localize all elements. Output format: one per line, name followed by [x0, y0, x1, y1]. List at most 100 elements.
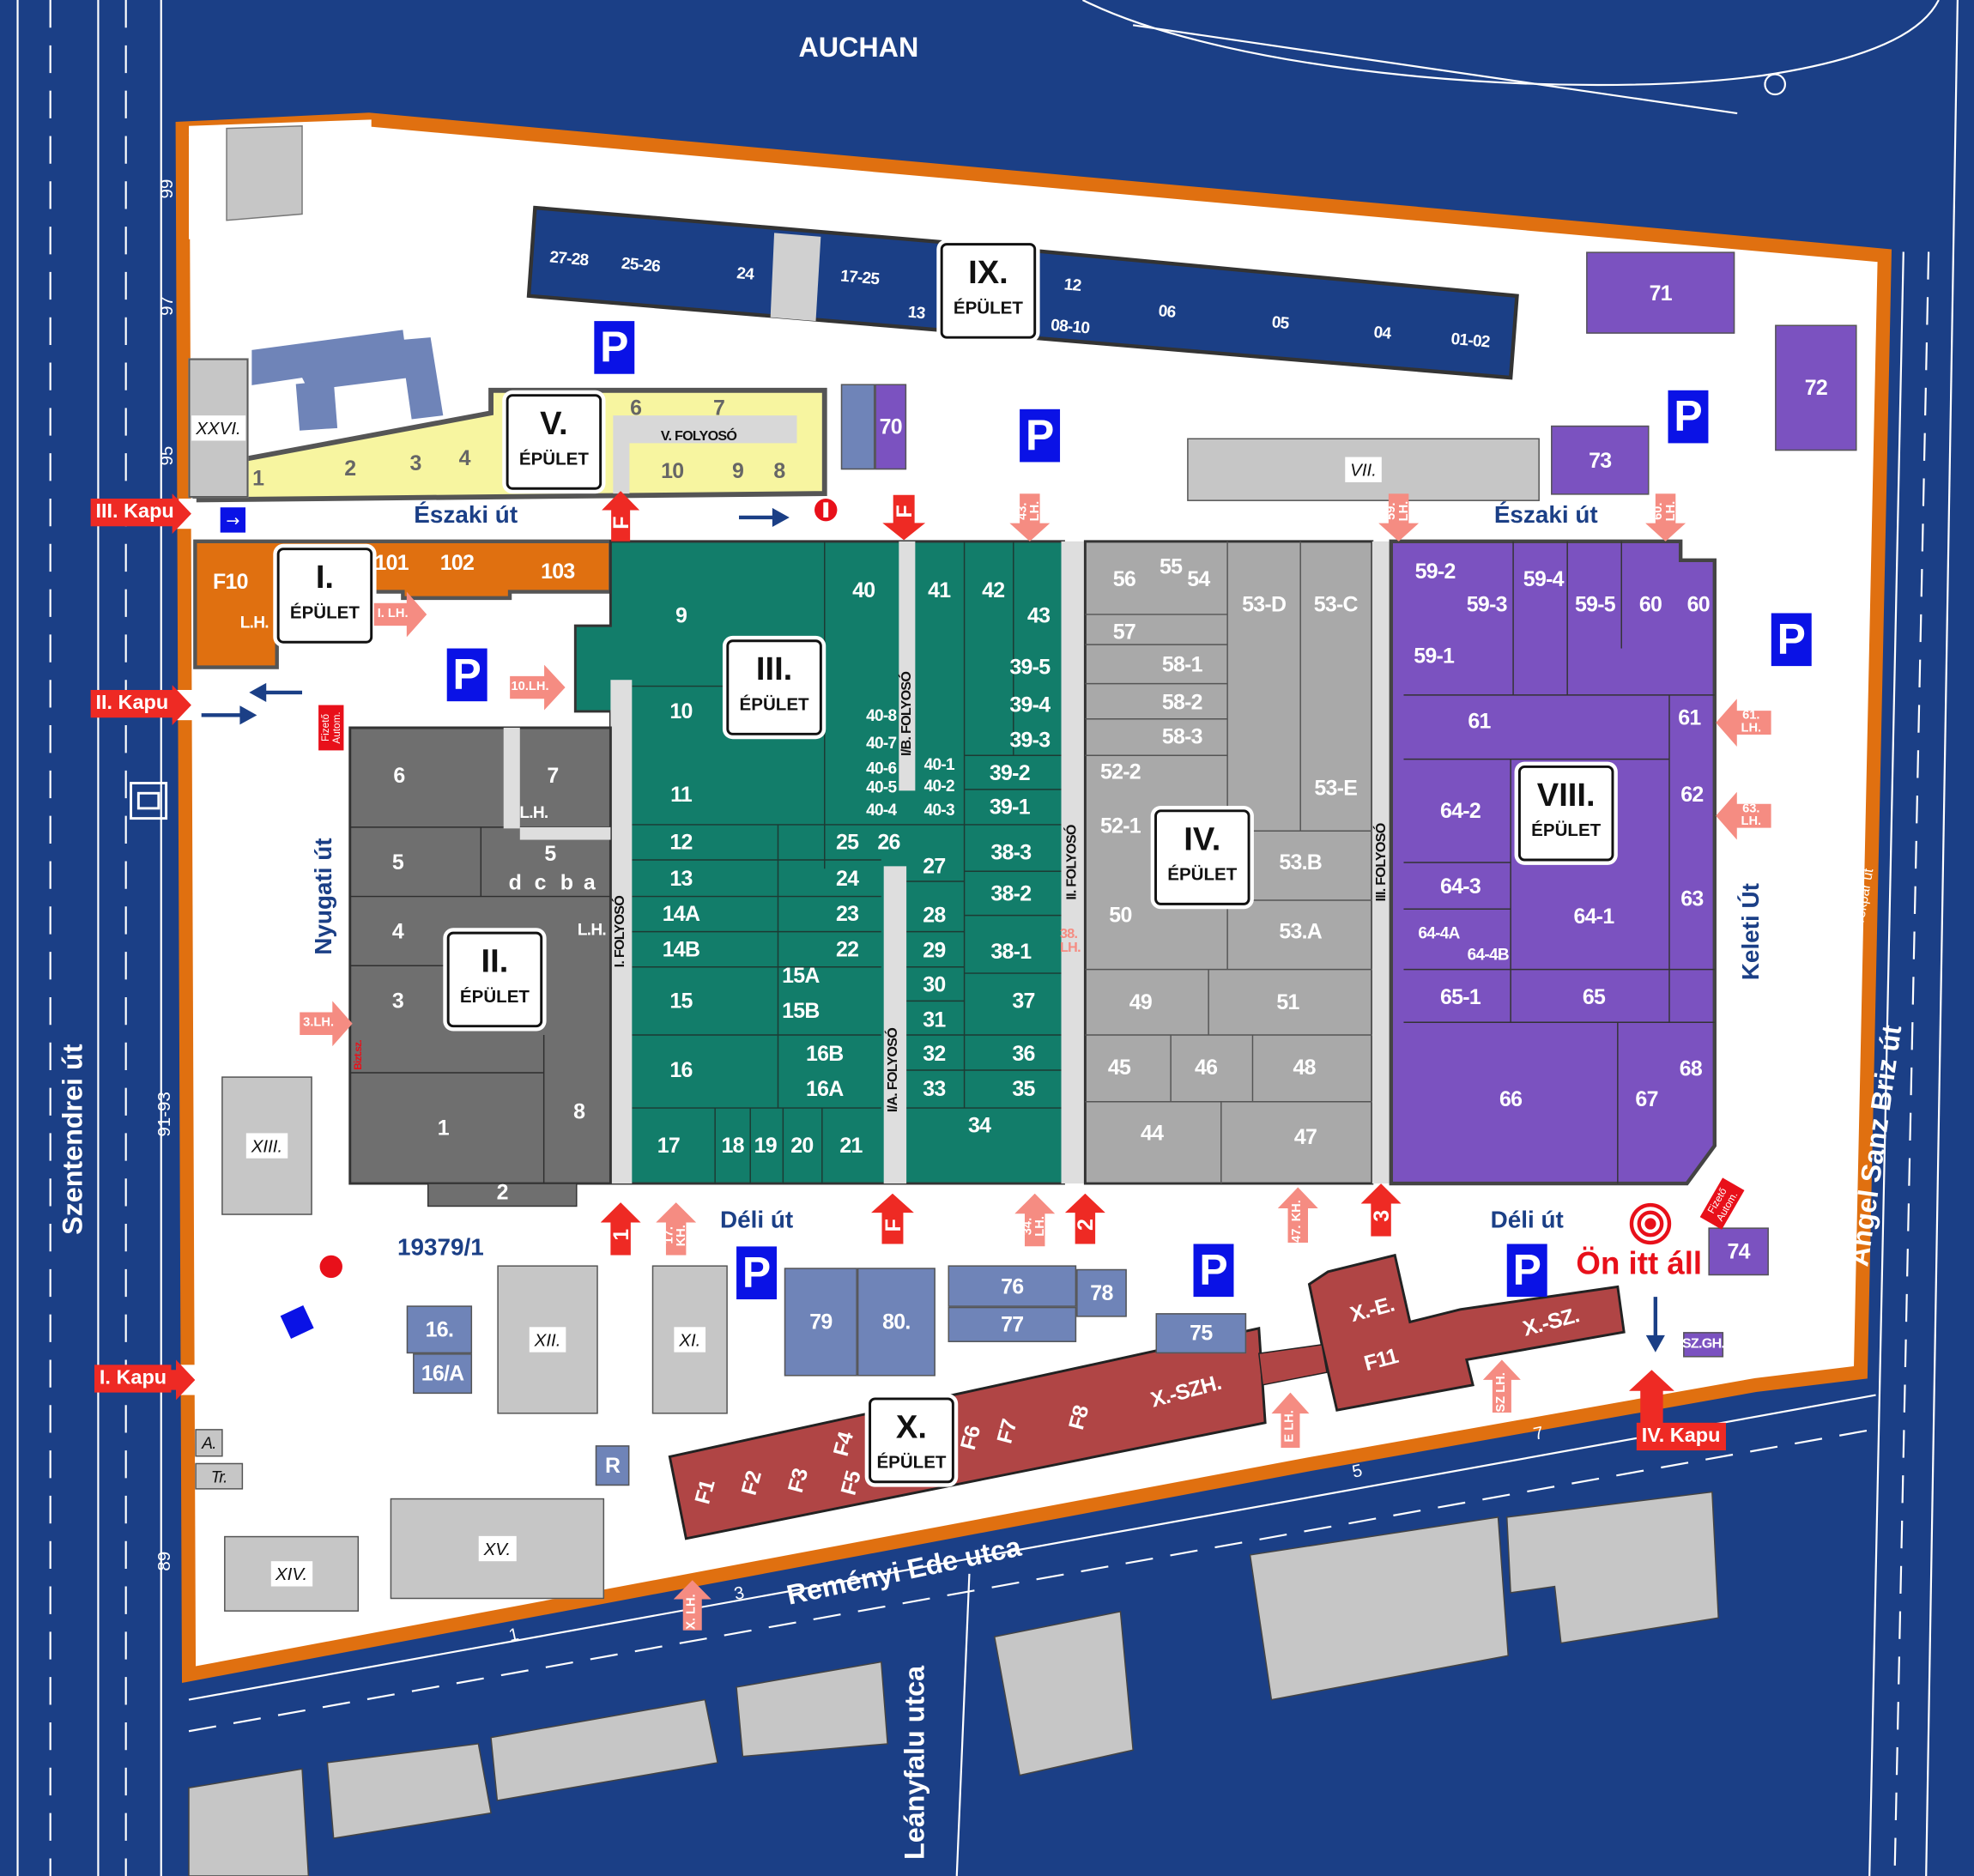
unit-label[interactable]: 64-2	[1439, 798, 1481, 823]
unit-label[interactable]: 64-1	[1573, 905, 1614, 929]
unit-label[interactable]: 53.A	[1279, 919, 1323, 944]
unit-label[interactable]: 40-8	[866, 705, 897, 725]
unit-label[interactable]: 40-1	[923, 754, 955, 774]
unit-label[interactable]: 58-3	[1161, 724, 1203, 749]
unit-label[interactable]: 29	[923, 938, 946, 963]
unit-label[interactable]: 40-3	[923, 800, 955, 820]
gate-label[interactable]: I. Kapu	[94, 1365, 172, 1393]
unit-label[interactable]: 24	[836, 867, 859, 891]
unit-label[interactable]: 11	[670, 782, 693, 807]
unit-label[interactable]: 17-25	[839, 265, 881, 288]
unit-label[interactable]: 41	[928, 578, 951, 603]
unit-label[interactable]: 61	[1678, 705, 1701, 730]
unit-label[interactable]: 47	[1293, 1124, 1317, 1149]
unit-label[interactable]: 6	[630, 396, 642, 421]
unit-label[interactable]: F5	[836, 1468, 866, 1498]
unit-label[interactable]: 06	[1157, 300, 1177, 322]
unit-label[interactable]: 33	[923, 1077, 946, 1101]
unit-label[interactable]: 15A	[782, 964, 820, 988]
unit-label[interactable]: 53.B	[1279, 850, 1323, 874]
unit-label[interactable]: 40-7	[866, 733, 897, 753]
unit-label[interactable]: 53-D	[1242, 592, 1287, 617]
unit-label[interactable]: 40-4	[866, 800, 897, 820]
unit-label[interactable]: 38-2	[990, 881, 1032, 906]
unit-label[interactable]: 101	[374, 550, 409, 575]
unit-label[interactable]: 16	[669, 1058, 693, 1082]
unit-label[interactable]: F6	[955, 1423, 985, 1453]
unit-label[interactable]: 63	[1680, 887, 1704, 911]
unit-label[interactable]: 52-1	[1099, 814, 1141, 838]
unit-label[interactable]: 39-5	[1009, 655, 1051, 680]
unit-label[interactable]: 2	[496, 1180, 509, 1205]
unit-label[interactable]: 4	[391, 919, 404, 944]
unit-label[interactable]: 9	[675, 603, 687, 628]
gate-label[interactable]: III. Kapu	[90, 498, 179, 527]
unit-label[interactable]: 3	[409, 451, 421, 475]
unit-label[interactable]: b	[560, 870, 573, 895]
unit-label[interactable]: 25-26	[621, 253, 662, 276]
unit-label[interactable]: 67	[1635, 1086, 1658, 1111]
unit-label[interactable]: 40-2	[923, 776, 955, 796]
unit-label[interactable]: 55	[1159, 554, 1183, 579]
unit-label[interactable]: 25	[836, 830, 859, 855]
unit-label[interactable]: 8	[573, 1099, 585, 1124]
unit-label[interactable]: 39-3	[1009, 728, 1051, 753]
unit-label[interactable]: 12	[669, 830, 693, 855]
unit-label[interactable]: 38-3	[990, 840, 1032, 865]
unit-label[interactable]: 51	[1276, 989, 1299, 1014]
unit-label[interactable]: 40-5	[866, 777, 897, 796]
unit-label[interactable]: L.H.	[519, 802, 548, 822]
unit-label[interactable]: 16B	[805, 1042, 844, 1066]
unit-label[interactable]: 14B	[662, 937, 700, 962]
unit-label[interactable]: 31	[923, 1008, 946, 1032]
unit-label[interactable]: 27	[923, 854, 946, 879]
unit-label[interactable]: 1	[437, 1116, 450, 1141]
unit-label[interactable]: 39-4	[1009, 693, 1051, 717]
unit-label[interactable]: 20	[790, 1134, 814, 1158]
unit-label[interactable]: 103	[541, 560, 575, 584]
unit-label[interactable]: 15	[669, 989, 693, 1014]
unit-label[interactable]: 49	[1129, 989, 1153, 1014]
unit-label[interactable]: F8	[1064, 1402, 1094, 1432]
unit-label[interactable]: 59-3	[1466, 592, 1508, 617]
unit-label[interactable]: 19	[754, 1134, 778, 1158]
unit-label[interactable]: 64-3	[1439, 874, 1481, 899]
unit-label[interactable]: 8	[773, 458, 785, 483]
unit-label[interactable]: F3	[783, 1466, 813, 1496]
unit-label[interactable]: 66	[1499, 1086, 1523, 1111]
unit-label[interactable]: 22	[836, 937, 859, 962]
unit-label[interactable]: 38-1	[990, 940, 1032, 965]
unit-label[interactable]: F1	[690, 1477, 720, 1507]
unit-label[interactable]: 7	[547, 763, 559, 788]
unit-label[interactable]: 46	[1195, 1056, 1218, 1080]
unit-label[interactable]: 61	[1468, 709, 1491, 734]
unit-label[interactable]: 21	[839, 1134, 863, 1158]
unit-label[interactable]: 57	[1112, 620, 1136, 644]
unit-label[interactable]: 14A	[662, 902, 700, 927]
unit-label[interactable]: 60	[1638, 592, 1662, 617]
unit-label[interactable]: 6	[393, 763, 405, 788]
unit-label[interactable]: 42	[982, 578, 1005, 603]
unit-label[interactable]: 58-2	[1161, 690, 1203, 715]
unit-label[interactable]: F2	[736, 1468, 766, 1498]
unit-label[interactable]: 35	[1012, 1077, 1035, 1101]
unit-label[interactable]: 04	[1372, 322, 1392, 343]
unit-label[interactable]: 40-6	[866, 758, 897, 778]
unit-label[interactable]: 28	[923, 903, 946, 928]
gate-label[interactable]: IV. Kapu	[1636, 1422, 1726, 1451]
unit-label[interactable]: 68	[1679, 1056, 1703, 1081]
unit-label[interactable]: 18	[721, 1134, 745, 1158]
unit-label[interactable]: 9	[731, 458, 744, 483]
unit-label[interactable]: 17	[657, 1134, 681, 1158]
gate-label[interactable]: II. Kapu	[90, 689, 174, 718]
unit-label[interactable]: 40	[852, 578, 875, 603]
unit-label[interactable]: 4	[458, 446, 471, 470]
unit-label[interactable]: 65-1	[1439, 985, 1481, 1009]
unit-label[interactable]: 5	[391, 850, 404, 874]
unit-label[interactable]: 44	[1140, 1121, 1164, 1146]
unit-label[interactable]: 65	[1582, 985, 1606, 1009]
unit-label[interactable]: 12	[1063, 274, 1082, 295]
unit-label[interactable]: 64-4A	[1418, 923, 1460, 943]
unit-label[interactable]: 59-4	[1523, 566, 1565, 591]
unit-label[interactable]: 59-2	[1414, 560, 1456, 584]
